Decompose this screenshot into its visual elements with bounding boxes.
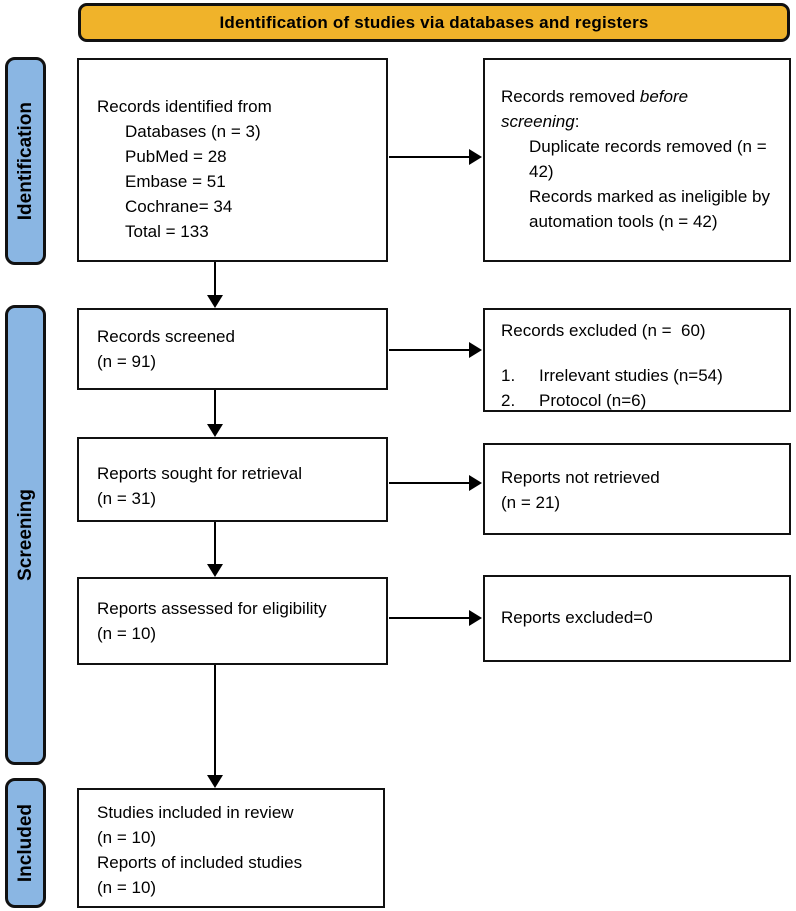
records-identified-title: Records identified from (97, 97, 272, 116)
studies-included-line3: Reports of included studies (97, 853, 303, 872)
arrow-identified-to-screened (207, 262, 223, 308)
records-screened-line2: (n = 91) (97, 352, 157, 371)
arrowhead-right-icon (469, 342, 482, 358)
arrow-assessed-to-included (207, 665, 223, 788)
records-identified-embase: Embase = 51 (125, 172, 226, 191)
arrow-shaft (213, 262, 217, 296)
arrow-sought-to-assessed (207, 522, 223, 577)
box-studies-included: Studies included in review (n = 10) Repo… (77, 788, 385, 908)
records-screened-line1: Records screened (97, 327, 235, 346)
arrow-shaft (389, 155, 470, 159)
diagram-title-banner: Identification of studies via databases … (78, 3, 790, 42)
stage-label-screening-text: Screening (14, 489, 36, 581)
records-identified-pubmed: PubMed = 28 (125, 147, 227, 166)
records-removed-title-line1: Records removed before (501, 87, 689, 106)
box-records-identified: Records identified from Databases (n = 3… (77, 58, 388, 262)
box-reports-not-retrieved: Reports not retrieved (n = 21) (483, 443, 791, 535)
arrow-shaft (389, 481, 470, 485)
stage-label-included: Included (5, 778, 46, 908)
records-excluded-item-2: 2. Protocol (n=6) (501, 391, 647, 410)
arrow-assessed-to-excluded-zero (389, 610, 482, 626)
reports-sought-line2: (n = 31) (97, 489, 157, 508)
records-removed-duplicates: Duplicate records removed (n = 42) (529, 137, 772, 181)
arrow-shaft (213, 665, 217, 776)
arrow-sought-to-not-retrieved (389, 475, 482, 491)
arrowhead-right-icon (469, 475, 482, 491)
arrow-screened-to-excluded (389, 342, 482, 358)
arrowhead-down-icon (207, 564, 223, 577)
stage-label-identification-text: Identification (14, 101, 36, 221)
arrow-identified-to-removed (389, 149, 482, 165)
reports-not-retrieved-line2: (n = 21) (501, 493, 561, 512)
records-identified-databases: Databases (n = 3) (125, 122, 261, 141)
box-records-excluded: Records excluded (n = 60) 1. Irrelevant … (483, 308, 791, 412)
box-records-screened: Records screened (n = 91) (77, 308, 388, 390)
records-excluded-list: 1. Irrelevant studies (n=54) 2. Protocol… (501, 363, 777, 413)
arrowhead-down-icon (207, 775, 223, 788)
diagram-title: Identification of studies via databases … (219, 12, 649, 32)
arrowhead-down-icon (207, 424, 223, 437)
arrowhead-right-icon (469, 610, 482, 626)
arrow-screened-to-sought (207, 390, 223, 437)
box-reports-assessed: Reports assessed for eligibility (n = 10… (77, 577, 388, 665)
box-reports-excluded-zero: Reports excluded=0 (483, 575, 791, 662)
reports-excluded-zero-line: Reports excluded=0 (501, 608, 653, 627)
box-reports-sought: Reports sought for retrieval (n = 31) (77, 437, 388, 522)
studies-included-line2: (n = 10) (97, 828, 157, 847)
records-removed-title-line2: screening: (501, 112, 580, 131)
arrow-shaft (213, 522, 217, 565)
arrowhead-right-icon (469, 149, 482, 165)
stage-label-included-text: Included (14, 803, 36, 883)
arrow-shaft (213, 390, 217, 425)
reports-sought-line1: Reports sought for retrieval (97, 464, 303, 483)
stage-label-identification: Identification (5, 57, 46, 265)
arrow-shaft (389, 348, 470, 352)
records-excluded-item-1: 1. Irrelevant studies (n=54) (501, 366, 723, 385)
records-identified-total: Total = 133 (125, 222, 209, 241)
records-identified-cochrane: Cochrane= 34 (125, 197, 233, 216)
box-records-removed: Records removed before screening: Duplic… (483, 58, 791, 262)
records-removed-automation: Records marked as ineligible by automati… (529, 187, 775, 231)
studies-included-line1: Studies included in review (97, 803, 294, 822)
reports-not-retrieved-line1: Reports not retrieved (501, 468, 660, 487)
studies-included-line4: (n = 10) (97, 878, 157, 897)
arrow-shaft (389, 616, 470, 620)
reports-assessed-line1: Reports assessed for eligibility (97, 599, 327, 618)
records-excluded-title: Records excluded (n = 60) (501, 321, 706, 340)
reports-assessed-line2: (n = 10) (97, 624, 157, 643)
arrowhead-down-icon (207, 295, 223, 308)
stage-label-screening: Screening (5, 305, 46, 765)
